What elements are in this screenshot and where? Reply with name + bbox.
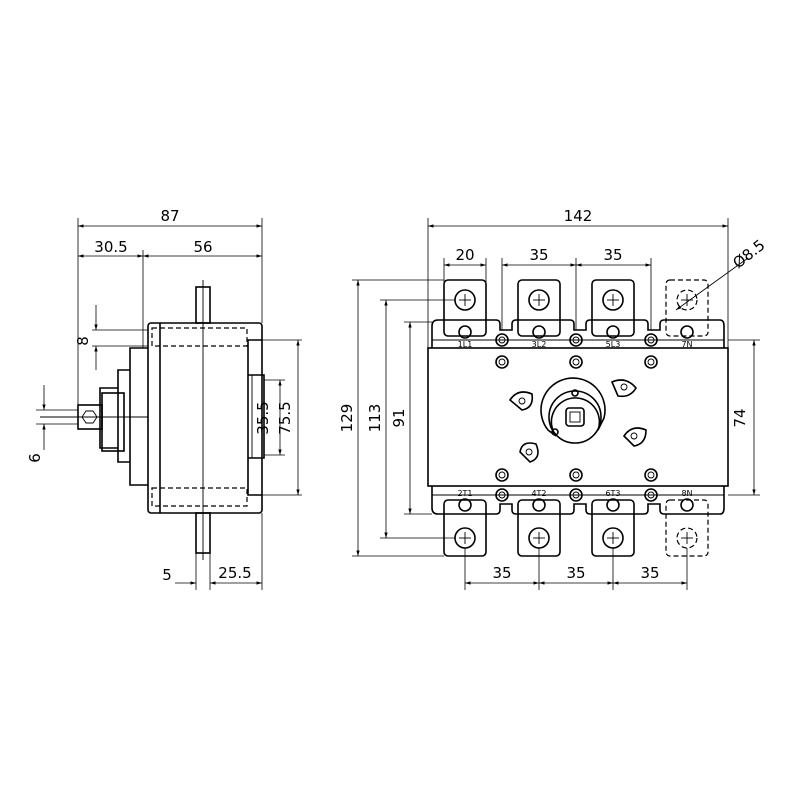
- dim-113: 113: [366, 404, 384, 433]
- dim-74: 74: [731, 408, 749, 427]
- front-view: 1L1 3L2 5L3 7N 2T1 4T2 6T3 8N: [427, 279, 729, 557]
- top-terminal-2: [517, 279, 561, 339]
- dim-35-top-1: 35: [529, 246, 548, 264]
- dim-35-5: 35.5: [254, 401, 272, 434]
- top-terminal-4-optional: [665, 279, 709, 339]
- label-4T2: 4T2: [531, 489, 546, 498]
- dim-87: 87: [160, 207, 179, 225]
- dim-56: 56: [193, 238, 212, 256]
- dim-91: 91: [390, 408, 408, 427]
- label-2T1: 2T1: [457, 489, 472, 498]
- bottom-strip: [431, 486, 725, 515]
- dim-30-5: 30.5: [94, 238, 127, 256]
- bottom-terminal-4-optional: [665, 498, 709, 557]
- dim-35-bottom-2: 35: [566, 564, 585, 582]
- side-view-dimensions: 87 30.5 56 8 6 35.5 75.5 5 25.5: [26, 207, 302, 590]
- screws: [495, 333, 658, 502]
- dim-35-bottom-1: 35: [492, 564, 511, 582]
- dim-129: 129: [338, 404, 356, 433]
- front-body: [427, 347, 729, 487]
- bottom-terminal-1: [443, 498, 487, 557]
- label-7N: 7N: [681, 340, 692, 349]
- top-terminal-1: [443, 279, 487, 339]
- dim-25-5: 25.5: [218, 564, 251, 582]
- dim-6: 6: [26, 453, 44, 463]
- label-6T3: 6T3: [605, 489, 620, 498]
- top-strip: [431, 319, 725, 348]
- label-5L3: 5L3: [606, 340, 621, 349]
- dim-8: 8: [74, 336, 92, 346]
- dim-75-5: 75.5: [276, 401, 294, 434]
- front-view-dimensions: 142 20 35 35 Ø8.5 129 113 91: [338, 207, 769, 590]
- top-terminal-3: [591, 279, 635, 339]
- front-module: [129, 347, 148, 486]
- rotary-mechanism: [540, 377, 606, 444]
- side-body: [147, 322, 263, 514]
- dim-diameter: Ø8.5: [729, 236, 768, 272]
- label-3L2: 3L2: [532, 340, 547, 349]
- bottom-terminal-2: [517, 498, 561, 557]
- bottom-terminal-3: [591, 498, 635, 557]
- label-8N: 8N: [681, 489, 692, 498]
- dim-35-bottom-3: 35: [640, 564, 659, 582]
- dim-142: 142: [564, 207, 593, 225]
- label-1L1: 1L1: [458, 340, 473, 349]
- dim-5: 5: [162, 566, 172, 584]
- cam-marks: [508, 379, 647, 463]
- side-view: [40, 280, 265, 560]
- dim-35-top-2: 35: [603, 246, 622, 264]
- dim-20: 20: [455, 246, 474, 264]
